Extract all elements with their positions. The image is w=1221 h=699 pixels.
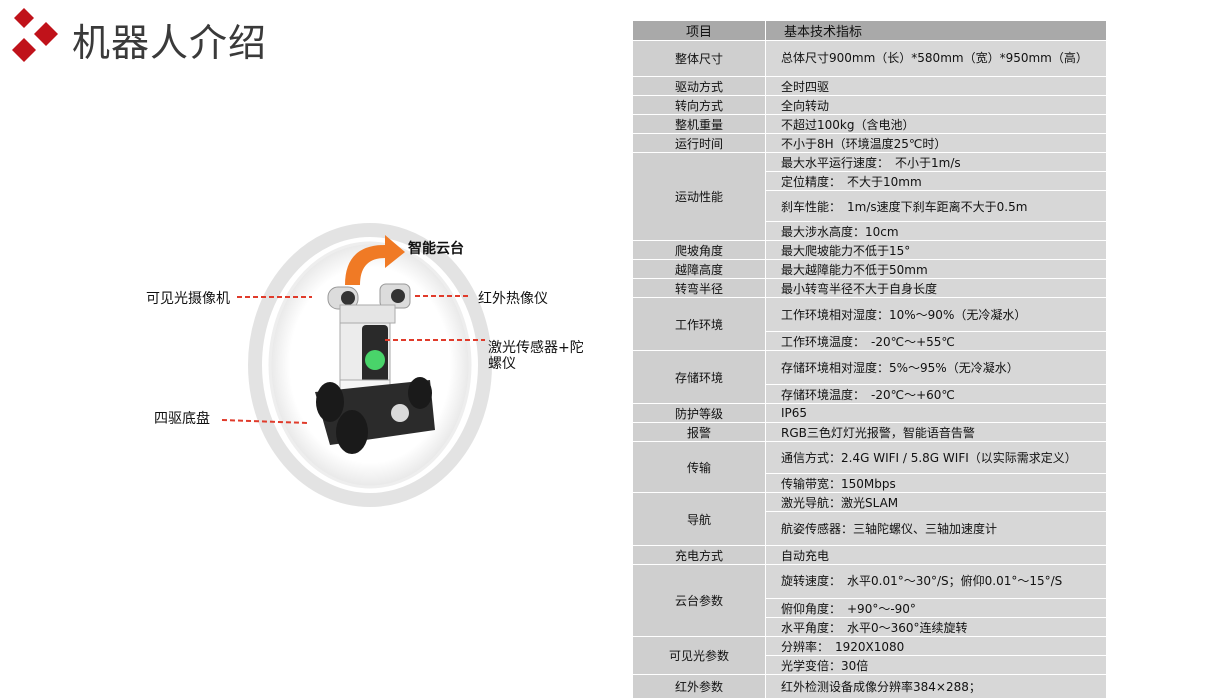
table-row: 充电方式自动充电: [632, 545, 1107, 565]
row-value: 刹车性能： 1m/s速度下刹车距离不大于0.5m: [765, 190, 1107, 222]
row-value: 工作环境温度： -20℃～+55℃: [765, 331, 1107, 351]
label-laser-sensor: 激光传感器+陀螺仪: [488, 340, 584, 372]
row-value: 激光导航：激光SLAM: [765, 492, 1107, 512]
table-row: 工作环境工作环境相对湿度：10%～90%（无冷凝水）: [632, 297, 1107, 351]
row-item: 充电方式: [632, 545, 766, 565]
row-value: 不小于8H（环境温度25℃时）: [765, 133, 1107, 153]
table-row: 最大涉水高度：10cm: [633, 221, 1107, 241]
table-row: 红外参数红外检测设备成像分辨率384×288；: [632, 674, 1107, 699]
row-value: 最大水平运行速度： 不小于1m/s: [765, 152, 1107, 172]
robot-image: [221, 223, 492, 507]
spec-table: 项目 基本技术指标 整体尺寸总体尺寸900mm（长）*580mm（宽）*950m…: [632, 20, 1107, 699]
row-item: 可见光参数: [632, 636, 766, 675]
row-item: 转向方式: [632, 95, 766, 115]
table-row: 运动性能最大水平运行速度： 不小于1m/s: [632, 152, 1107, 241]
row-value: 传输带宽：150Mbps: [765, 473, 1107, 493]
robot-illustration: 智能云台 可见光摄像机 红外热像仪 激光传感器+陀螺仪 四驱底盘: [140, 210, 610, 510]
table-row: 转向方式全向转动: [632, 95, 1107, 115]
row-item: 驱动方式: [632, 76, 766, 96]
table-row: 云台参数旋转速度： 水平0.01°～30°/S；俯仰0.01°～15°/S: [632, 564, 1107, 637]
row-value: 存储环境温度： -20℃～+60℃: [765, 384, 1107, 404]
row-value: 最大越障能力不低于50mm: [765, 259, 1107, 279]
row-value: RGB三色灯灯光报警，智能语音告警: [765, 422, 1107, 442]
table-row: 工作环境温度： -20℃～+55℃: [633, 331, 1107, 351]
table-row: 存储环境存储环境相对湿度：5%～95%（无冷凝水）: [632, 350, 1107, 404]
label-chassis: 四驱底盘: [154, 411, 210, 427]
row-item: 传输: [632, 441, 766, 493]
row-value: 最大爬坡能力不低于15°: [765, 240, 1107, 260]
row-value: 通信方式：2.4G WIFI / 5.8G WIFI（以实际需求定义）: [765, 441, 1107, 474]
row-value: 总体尺寸900mm（长）*580mm（宽）*950mm（高）: [765, 40, 1107, 77]
row-value: 定位精度： 不大于10mm: [765, 171, 1107, 191]
row-value: 自动充电: [765, 545, 1107, 565]
row-value: 全向转动: [765, 95, 1107, 115]
table-row: 刹车性能： 1m/s速度下刹车距离不大于0.5m: [633, 190, 1107, 222]
table-row: 航姿传感器：三轴陀螺仪、三轴加速度计: [633, 511, 1107, 546]
row-value: 全时四驱: [765, 76, 1107, 96]
table-row: 爬坡角度最大爬坡能力不低于15°: [632, 240, 1107, 260]
table-row: 整体尺寸总体尺寸900mm（长）*580mm（宽）*950mm（高）: [632, 40, 1107, 77]
table-row: 整机重量不超过100kg（含电池）: [632, 114, 1107, 134]
table-row: 越障高度最大越障能力不低于50mm: [632, 259, 1107, 279]
row-item: 转弯半径: [632, 278, 766, 298]
label-visible-camera: 可见光摄像机: [146, 291, 230, 307]
row-value: 不超过100kg（含电池）: [765, 114, 1107, 134]
row-item: 存储环境: [632, 350, 766, 404]
label-infrared: 红外热像仪: [478, 291, 548, 307]
header-spec: 基本技术指标: [765, 20, 1107, 41]
row-value: 分辨率： 1920X1080: [765, 636, 1107, 656]
page-title: 机器人介绍: [72, 21, 268, 65]
row-item: 越障高度: [632, 259, 766, 279]
table-header-row: 项目 基本技术指标: [632, 20, 1107, 41]
logo-icon: [12, 8, 58, 62]
table-row: 光学变倍：30倍: [633, 655, 1107, 675]
table-row: 传输带宽：150Mbps: [633, 473, 1107, 493]
row-item: 爬坡角度: [632, 240, 766, 260]
row-value: 红外检测设备成像分辨率384×288；: [765, 674, 1107, 699]
row-item: 整机重量: [632, 114, 766, 134]
row-item: 导航: [632, 492, 766, 546]
label-gimbal: 智能云台: [408, 241, 464, 257]
table-row: 可见光参数分辨率： 1920X1080: [632, 636, 1107, 675]
table-row: 俯仰角度： +90°～-90°: [633, 598, 1107, 618]
row-item: 红外参数: [632, 674, 766, 699]
table-row: 转弯半径最小转弯半径不大于自身长度: [632, 278, 1107, 298]
row-value: 旋转速度： 水平0.01°～30°/S；俯仰0.01°～15°/S: [765, 564, 1107, 599]
row-value: 最大涉水高度：10cm: [765, 221, 1107, 241]
row-item: 云台参数: [632, 564, 766, 637]
row-value: 航姿传感器：三轴陀螺仪、三轴加速度计: [765, 511, 1107, 546]
row-item: 工作环境: [632, 297, 766, 351]
row-value: 水平角度： 水平0～360°连续旋转: [765, 617, 1107, 637]
header-item: 项目: [632, 20, 766, 41]
table-row: 驱动方式全时四驱: [632, 76, 1107, 96]
row-value: 最小转弯半径不大于自身长度: [765, 278, 1107, 298]
table-row: 存储环境温度： -20℃～+60℃: [633, 384, 1107, 404]
row-item: 运动性能: [632, 152, 766, 241]
row-item: 报警: [632, 422, 766, 442]
row-item: 防护等级: [632, 403, 766, 423]
row-value: IP65: [765, 403, 1107, 423]
row-item: 整体尺寸: [632, 40, 766, 77]
row-value: 工作环境相对湿度：10%～90%（无冷凝水）: [765, 297, 1107, 332]
row-value: 光学变倍：30倍: [765, 655, 1107, 675]
row-item: 运行时间: [632, 133, 766, 153]
table-row: 运行时间不小于8H（环境温度25℃时）: [632, 133, 1107, 153]
table-row: 水平角度： 水平0～360°连续旋转: [633, 617, 1107, 637]
row-value: 存储环境相对湿度：5%～95%（无冷凝水）: [765, 350, 1107, 385]
table-row: 传输通信方式：2.4G WIFI / 5.8G WIFI（以实际需求定义）: [632, 441, 1107, 493]
table-row: 导航激光导航：激光SLAM: [632, 492, 1107, 546]
row-value: 俯仰角度： +90°～-90°: [765, 598, 1107, 618]
